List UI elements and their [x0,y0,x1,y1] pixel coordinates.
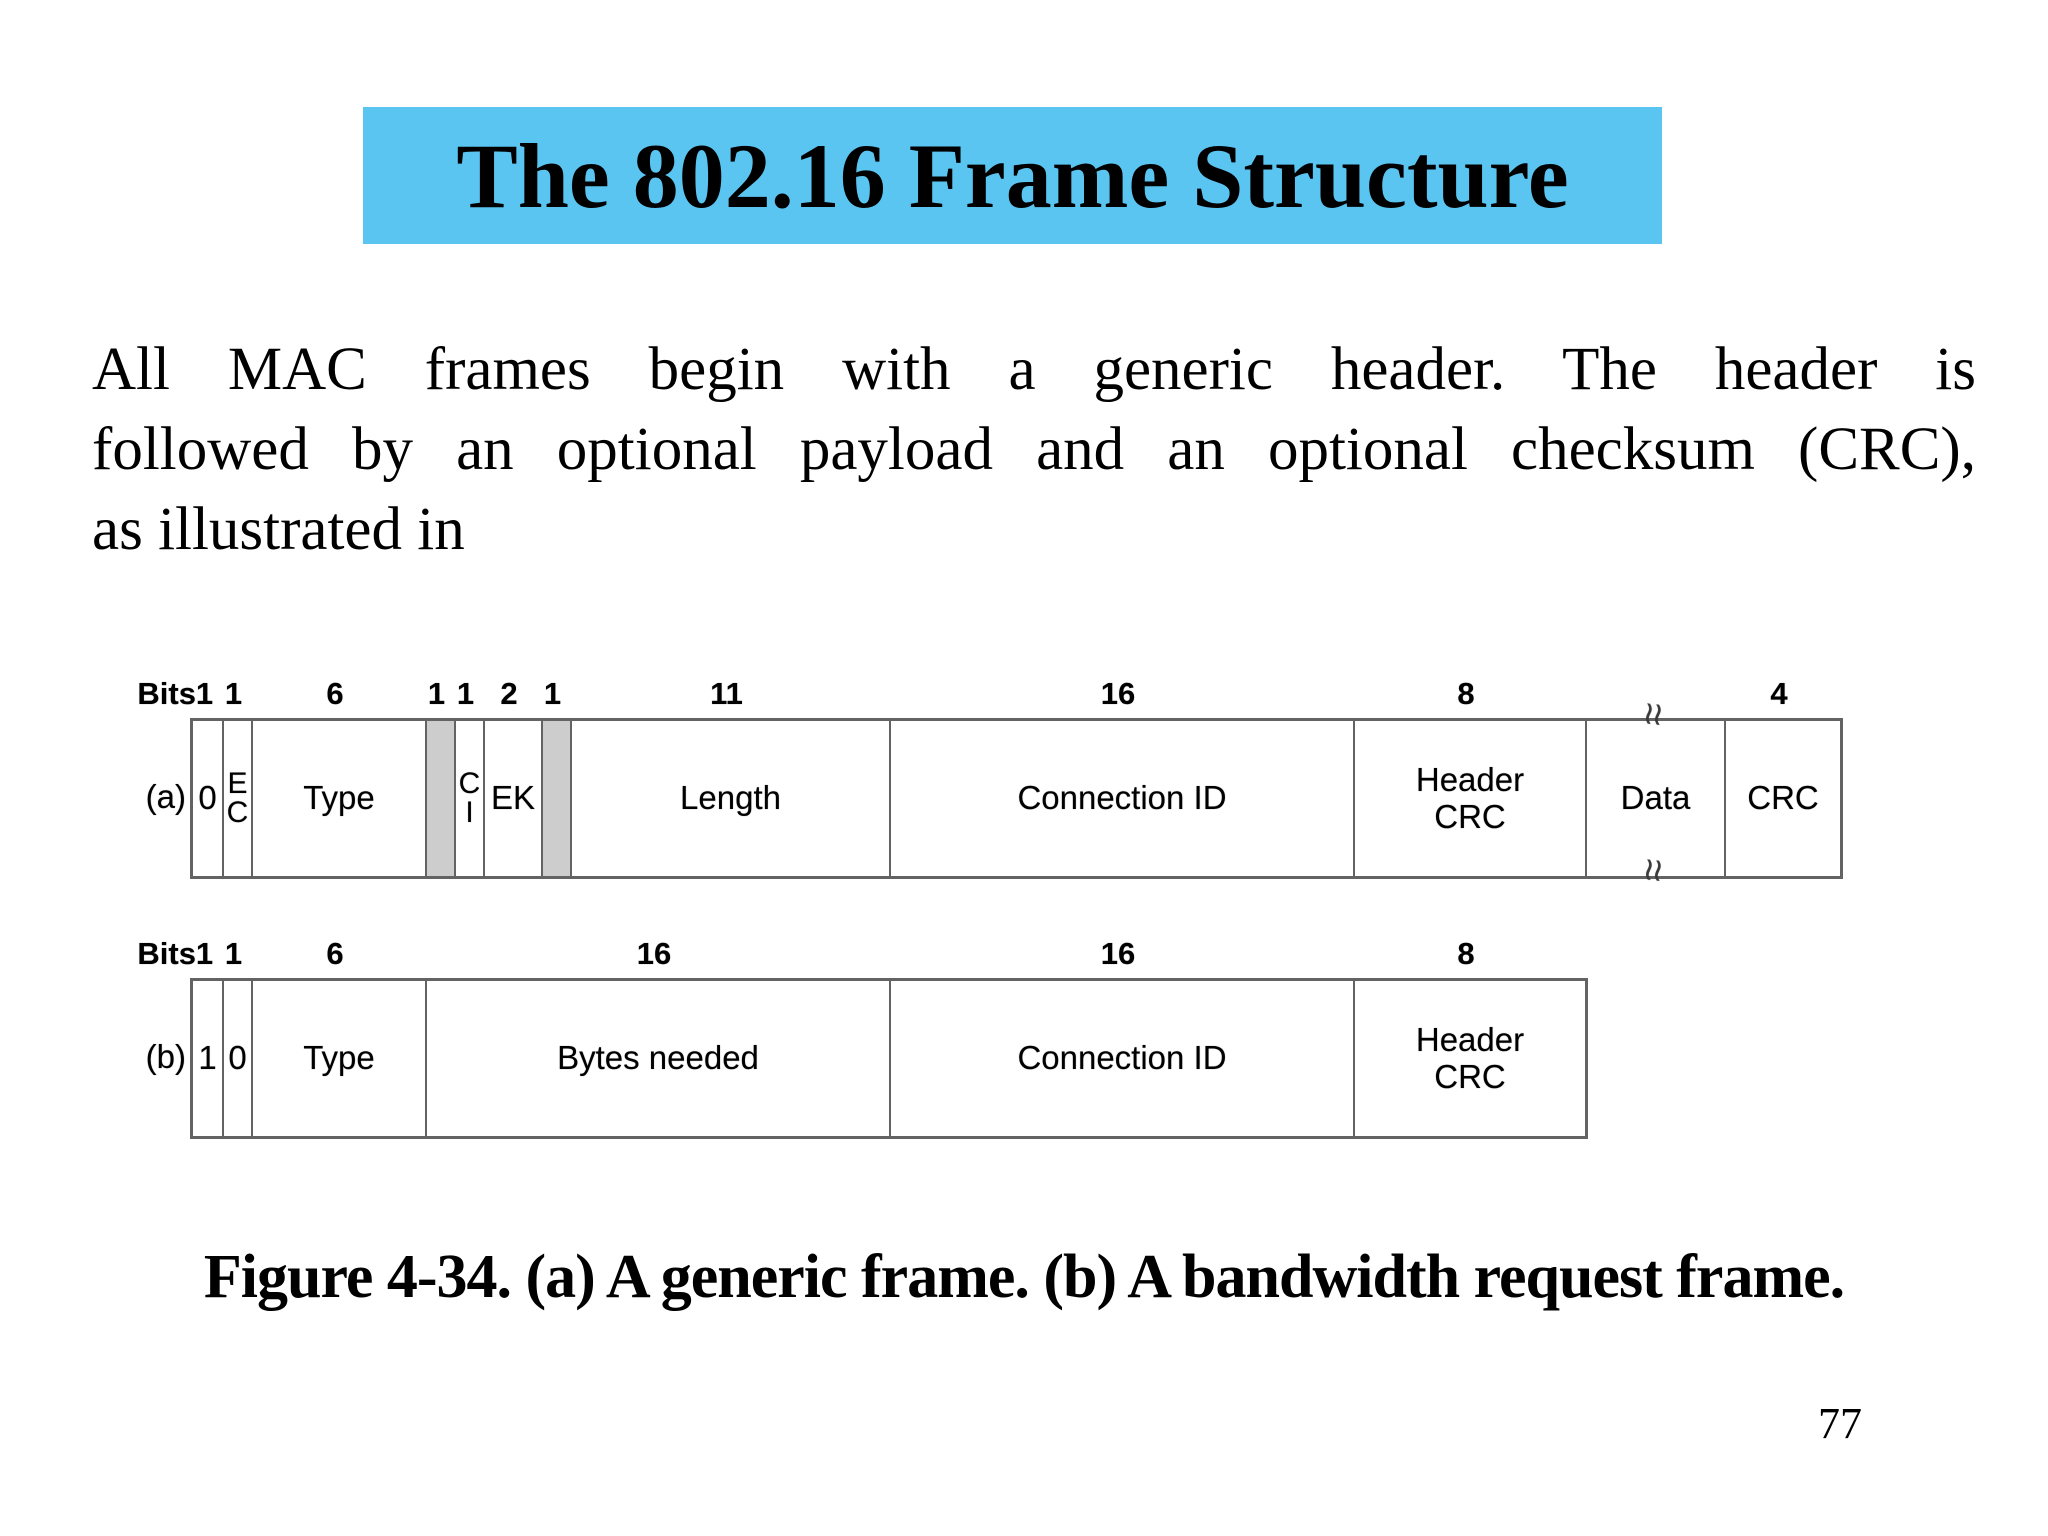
bit-count: 8 [1457,936,1475,971]
field-reserved [425,721,454,876]
frame-a-bits-word: Bits [137,676,196,711]
bit-count: 1 [543,676,562,711]
frame-a-bits-row: Bits 1 1 6 1 1 2 1 11 16 8 4 [137,676,1837,712]
field-data: Data [1585,721,1724,876]
field-connection-id: Connection ID [889,721,1353,876]
bit-count: 1 [224,936,243,971]
figure-caption: Figure 4-34. (a) A generic frame. (b) A … [203,1243,1845,1311]
bit-count: 2 [500,676,518,711]
bit-count: 11 [710,676,743,711]
page-title: The 802.16 Frame Structure [456,124,1569,227]
frame-b-bits-row: Bits 1 1 6 16 16 8 [137,936,1582,972]
field-frame-control: 1 [198,1039,217,1077]
bit-count: 16 [1100,676,1136,711]
bit-count: 1 [195,936,214,971]
field-reserved [541,721,570,876]
field-ci: C I [454,721,483,876]
break-mark-bottom-icon: ≀≀ [1641,849,1663,889]
title-banner: The 802.16 Frame Structure [363,107,1662,244]
bit-count: 8 [1457,676,1475,711]
field-crc: CRC [1724,721,1840,876]
body-paragraph: All MAC frames begin with a generic head… [92,330,1976,570]
field-frame-control: 0 [198,779,217,817]
bit-count: 1 [456,676,475,711]
paragraph-line: All MAC frames begin with a generic head… [92,336,1976,403]
field-connection-id: Connection ID [889,981,1353,1136]
frame-a-box: 0 E C Type C I EK Length Connection ID H… [190,718,1843,879]
page-number: 77 [1818,1399,1862,1448]
field-header-crc: Header CRC [1353,721,1585,876]
bit-count: 1 [195,676,214,711]
bit-count: 16 [636,936,672,971]
field-header-crc: Header CRC [1353,981,1585,1136]
paragraph-line: followed by an optional payload and an o… [92,416,1976,483]
field-ek: EK [483,721,541,876]
bit-count: 1 [224,676,243,711]
field-frame-control: 0 [222,981,251,1136]
frame-b-bits-word: Bits [137,936,196,971]
field-ec: E C [222,721,251,876]
frame-b-box: 1 0 Type Bytes needed Connection ID Head… [190,978,1588,1139]
field-type: Type [251,981,425,1136]
bit-count: 1 [427,676,446,711]
bit-count: 6 [326,936,344,971]
bit-count: 6 [326,676,344,711]
field-type: Type [251,721,425,876]
paragraph-line: as illustrated in [92,496,465,563]
field-bytes-needed: Bytes needed [425,981,889,1136]
field-length: Length [570,721,889,876]
frame-a-label: (a) [145,778,186,815]
frame-b-label: (b) [145,1038,186,1075]
bit-count: 4 [1770,676,1788,711]
bit-count: 16 [1100,936,1136,971]
break-mark-top-icon: ≀≀ [1641,693,1663,733]
